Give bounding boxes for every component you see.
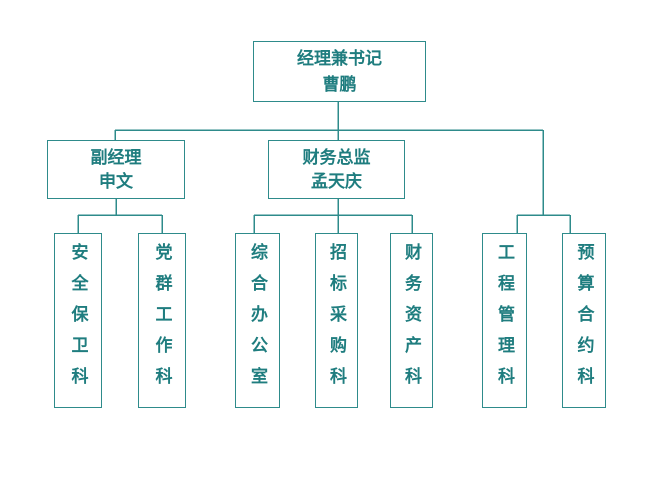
node-person-name: 曹鹏	[322, 74, 357, 94]
node-dept-budget-contract: 预算合约科	[562, 233, 606, 408]
dept-label: 党群工作科	[152, 243, 172, 398]
node-dept-party-work: 党群工作科	[138, 233, 186, 408]
node-dept-general-office: 综合办公室	[235, 233, 280, 408]
node-deputy-manager: 副经理 申文	[47, 140, 185, 199]
dept-label: 预算合约科	[574, 243, 594, 398]
node-title: 副经理	[90, 147, 142, 167]
dept-label: 招标采购科	[327, 243, 346, 398]
node-title: 财务总监	[302, 147, 371, 167]
dept-label: 财务资产科	[402, 243, 421, 398]
node-person-name: 申文	[99, 172, 133, 192]
node-dept-finance-assets: 财务资产科	[390, 233, 433, 408]
node-title: 经理兼书记	[297, 49, 382, 69]
node-dept-engineering-management: 工程管理科	[482, 233, 527, 408]
node-person-name: 孟天庆	[311, 172, 362, 192]
dept-label: 工程管理科	[495, 243, 514, 398]
dept-label: 安全保卫科	[68, 243, 88, 398]
node-finance-director: 财务总监 孟天庆	[268, 140, 405, 199]
node-manager-secretary: 经理兼书记 曹鹏	[253, 41, 426, 102]
dept-label: 综合办公室	[248, 243, 267, 398]
node-dept-security: 安全保卫科	[54, 233, 102, 408]
node-dept-bidding-procurement: 招标采购科	[315, 233, 358, 408]
